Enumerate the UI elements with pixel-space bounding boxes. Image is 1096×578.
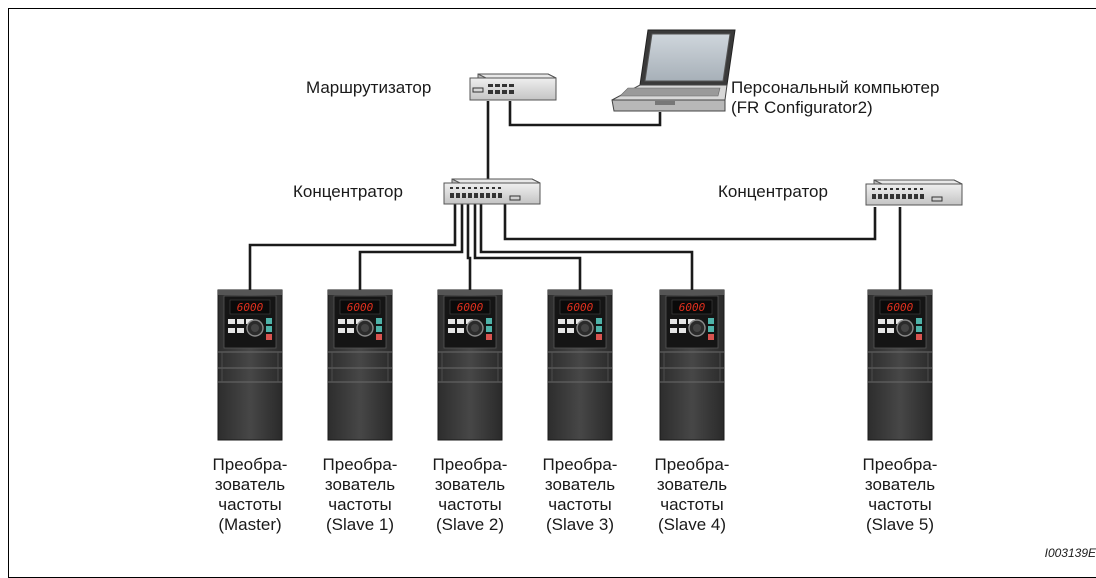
inverter-display: 6000 bbox=[887, 301, 914, 314]
cable-hub-slave4 bbox=[479, 203, 694, 290]
cable-hub-slave2 bbox=[466, 203, 472, 290]
inverter-label-line: зователь bbox=[864, 475, 936, 494]
inverter-display: 6000 bbox=[567, 301, 594, 314]
inverter-label-line: Преобра- bbox=[322, 455, 398, 474]
inverter-label-line: частоты bbox=[660, 495, 724, 514]
inverter-4: 6000 bbox=[659, 289, 725, 441]
inverter-label-line: (Slave 3) bbox=[545, 515, 615, 534]
inverter-label-line: Преобра- bbox=[542, 455, 618, 474]
laptop-device bbox=[611, 29, 736, 112]
inverter-2: 6000 bbox=[437, 289, 503, 441]
router-device bbox=[469, 73, 557, 101]
inverter-label-line: Преобра- bbox=[212, 455, 288, 474]
pc-label-line2: (FR Configurator2) bbox=[731, 98, 873, 117]
inverter-display: 6000 bbox=[457, 301, 484, 314]
inverter-3: 6000 bbox=[547, 289, 613, 441]
inverter-label-line: частоты bbox=[218, 495, 282, 514]
inverter-label-line: частоты bbox=[868, 495, 932, 514]
inverters: 6000 6000 6000 6000 6000 6000 bbox=[217, 289, 933, 441]
inverter-label-line: зователь bbox=[544, 475, 616, 494]
figure-id: I003139E bbox=[1044, 546, 1096, 560]
inverter-label-line: частоты bbox=[438, 495, 502, 514]
inverter-label-line: (Slave 5) bbox=[865, 515, 935, 534]
router-label: Маршрутизатор bbox=[306, 78, 432, 97]
pc-label-line1: Персональный компьютер bbox=[731, 78, 940, 97]
inverter-label-line: Преобра- bbox=[862, 455, 938, 474]
inverter-label-line: зователь bbox=[324, 475, 396, 494]
inverter-label-line: зователь bbox=[656, 475, 728, 494]
inverter-5: 6000 bbox=[867, 289, 933, 441]
inverter-label-line: частоты bbox=[548, 495, 612, 514]
inverter-label-line: (Slave 2) bbox=[435, 515, 505, 534]
inverter-label-line: (Slave 4) bbox=[657, 515, 727, 534]
inverter-label-line: частоты bbox=[328, 495, 392, 514]
cable-hub-master bbox=[248, 203, 457, 290]
network-diagram: 6000 6000 6000 6000 6000 6000 bbox=[217, 29, 963, 441]
inverter-0: 6000 bbox=[217, 289, 283, 441]
inverter-label-line: Преобра- bbox=[654, 455, 730, 474]
inverter-display: 6000 bbox=[347, 301, 374, 314]
cable-hub-slave3 bbox=[473, 203, 582, 290]
inverter-label-line: Преобра- bbox=[432, 455, 508, 474]
inverter-1: 6000 bbox=[327, 289, 393, 441]
hub-right-label: Концентратор bbox=[718, 182, 828, 201]
cable-hub-slave1 bbox=[358, 203, 464, 290]
inverter-label-line: зователь bbox=[214, 475, 286, 494]
hub-left-label: Концентратор bbox=[293, 182, 403, 201]
cable-router-pc bbox=[508, 101, 662, 127]
inverter-display: 6000 bbox=[679, 301, 706, 314]
hub-left-device bbox=[443, 178, 541, 205]
cables bbox=[248, 101, 902, 290]
hub-right-device bbox=[865, 179, 963, 206]
inverter-label-line: (Master) bbox=[218, 515, 282, 534]
inverter-display: 6000 bbox=[237, 301, 264, 314]
cable-hub-hub bbox=[503, 203, 877, 241]
inverter-label-line: зователь bbox=[434, 475, 506, 494]
inverter-label-line: (Slave 1) bbox=[325, 515, 395, 534]
